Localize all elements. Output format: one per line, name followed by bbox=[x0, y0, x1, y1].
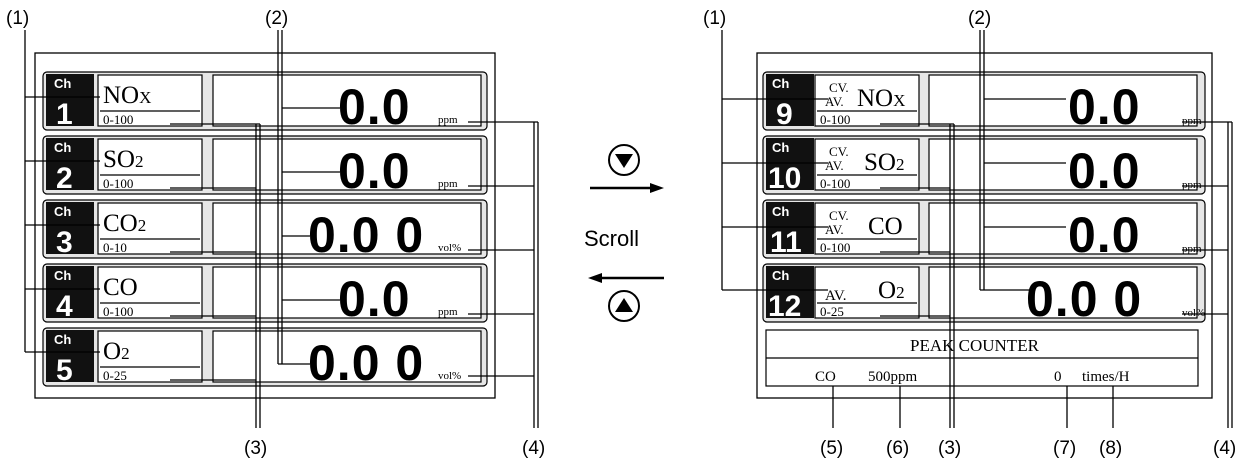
range-label: 0-100 bbox=[820, 176, 850, 191]
ch-label: Ch bbox=[54, 268, 71, 283]
reading-value: 0.0 bbox=[1068, 207, 1141, 263]
ch-number: 2 bbox=[56, 162, 73, 195]
range-label: 0-100 bbox=[820, 240, 850, 255]
ch-number: 11 bbox=[770, 226, 802, 259]
peak-threshold: 500ppm bbox=[868, 369, 918, 385]
reading-value: 0.0 bbox=[338, 79, 411, 135]
unit-label: ppm bbox=[438, 114, 458, 126]
left-leader-lines bbox=[24, 30, 539, 428]
range-label: 0-100 bbox=[103, 304, 133, 319]
prefix-cv: CV. bbox=[829, 144, 849, 159]
ch-label: Ch bbox=[772, 204, 789, 219]
gas-name: SO2 bbox=[864, 149, 904, 176]
prefix-cv: CV. bbox=[829, 208, 849, 223]
gas-name: CO2 bbox=[103, 210, 146, 237]
prefix-av: AV. bbox=[825, 222, 844, 237]
prefix-av: AV. bbox=[825, 158, 844, 173]
ch-label: Ch bbox=[54, 140, 71, 155]
left-row-ch1: Ch 1 NOX 0-100 0.0 ppm bbox=[42, 71, 488, 135]
ch-number: 12 bbox=[768, 290, 801, 323]
reading-value: 0.0 bbox=[1068, 79, 1141, 135]
callout-4: (4) bbox=[522, 438, 545, 459]
unit-label: vol% bbox=[438, 370, 461, 382]
callout-1: (1) bbox=[703, 8, 726, 29]
reading-value: 0.0 bbox=[338, 143, 411, 199]
left-row-ch4: Ch 4 CO 0-100 0.0 ppm bbox=[42, 263, 488, 327]
range-label: 0-25 bbox=[103, 368, 127, 383]
callout-3: (3) bbox=[244, 438, 267, 459]
triangle-down-circle-icon[interactable] bbox=[608, 144, 640, 176]
unit-label: ppm bbox=[1182, 243, 1202, 255]
ch-number: 3 bbox=[56, 226, 73, 259]
callout-6: (6) bbox=[886, 438, 909, 459]
triangle-up-circle-icon[interactable] bbox=[608, 290, 640, 322]
right-row-ch12: Ch 12 AV. O2 0-25 0.0 0 vol% bbox=[762, 263, 1206, 327]
ch-number: 9 bbox=[776, 98, 793, 131]
ch-number: 5 bbox=[56, 354, 73, 387]
gas-name: O2 bbox=[878, 277, 905, 304]
ch-label: Ch bbox=[772, 76, 789, 91]
range-label: 0-100 bbox=[103, 176, 133, 191]
gas-name: SO2 bbox=[103, 146, 143, 173]
ch-number: 1 bbox=[56, 98, 73, 131]
right-display-panel: Ch 9 CV. AV. NOX 0-100 0.0 ppm Ch 10 CV.… bbox=[703, 8, 1236, 459]
range-label: 0-25 bbox=[820, 304, 844, 319]
reading-value: 0.0 0 bbox=[1026, 271, 1142, 327]
gas-name: NOX bbox=[103, 82, 151, 109]
unit-label: ppm bbox=[438, 306, 458, 318]
arrow-right-icon bbox=[590, 183, 664, 193]
callout-8: (8) bbox=[1099, 438, 1122, 459]
ch-label: Ch bbox=[772, 268, 789, 283]
reading-value: 0.0 0 bbox=[308, 207, 424, 263]
left-row-ch3: Ch 3 CO2 0-10 0.0 0 vol% bbox=[42, 199, 488, 263]
left-display-panel: Ch 1 NOX 0-100 0.0 ppm Ch 2 SO2 0-100 0.… bbox=[6, 8, 545, 459]
left-row-ch2: Ch 2 SO2 0-100 0.0 ppm bbox=[42, 135, 488, 199]
range-label: 0-10 bbox=[103, 240, 127, 255]
gas-name: O2 bbox=[103, 338, 130, 365]
gas-name: CO bbox=[103, 274, 138, 301]
reading-value: 0.0 bbox=[1068, 143, 1141, 199]
ch-number: 4 bbox=[56, 290, 73, 323]
right-leader-lines bbox=[721, 30, 1233, 428]
unit-label: ppm bbox=[438, 178, 458, 190]
reading-value: 0.0 bbox=[338, 271, 411, 327]
callout-2: (2) bbox=[265, 8, 288, 29]
ch-number: 10 bbox=[768, 162, 801, 195]
ch-label: Ch bbox=[54, 204, 71, 219]
arrow-left-icon bbox=[588, 273, 664, 283]
range-label: 0-100 bbox=[820, 112, 850, 127]
callout-1: (1) bbox=[6, 8, 29, 29]
scroll-controls: Scroll bbox=[584, 144, 664, 322]
unit-label: vol% bbox=[1182, 307, 1205, 319]
gas-name: NOX bbox=[857, 85, 905, 112]
prefix-av: AV. bbox=[825, 288, 847, 304]
prefix-av: AV. bbox=[825, 94, 844, 109]
ch-label: Ch bbox=[772, 140, 789, 155]
right-row-ch11: Ch 11 CV. AV. CO 0-100 0.0 ppm bbox=[762, 199, 1206, 263]
peak-counter-title: PEAK COUNTER bbox=[910, 336, 1040, 355]
peak-count: 0 bbox=[1054, 369, 1062, 385]
ch-badge bbox=[46, 74, 94, 126]
unit-label: ppm bbox=[1182, 179, 1202, 191]
scroll-label: Scroll bbox=[584, 226, 639, 251]
range-label: 0-100 bbox=[103, 112, 133, 127]
callout-3: (3) bbox=[938, 438, 961, 459]
unit-label: vol% bbox=[438, 242, 461, 254]
peak-counter: PEAK COUNTER CO 500ppm 0 times/H bbox=[765, 329, 1199, 387]
prefix-cv: CV. bbox=[829, 80, 849, 95]
callout-7: (7) bbox=[1053, 438, 1076, 459]
unit-label: ppm bbox=[1182, 115, 1202, 127]
ch-label: Ch bbox=[54, 332, 71, 347]
ch-label: Ch bbox=[54, 76, 71, 91]
peak-count-unit: times/H bbox=[1082, 369, 1130, 385]
callout-2: (2) bbox=[968, 8, 991, 29]
callout-4: (4) bbox=[1213, 438, 1236, 459]
reading-value: 0.0 0 bbox=[308, 335, 424, 391]
peak-gas: CO bbox=[815, 369, 836, 385]
callout-5: (5) bbox=[820, 438, 843, 459]
gas-name: CO bbox=[868, 213, 903, 240]
left-row-ch5: Ch 5 O2 0-25 0.0 0 vol% bbox=[42, 327, 488, 391]
